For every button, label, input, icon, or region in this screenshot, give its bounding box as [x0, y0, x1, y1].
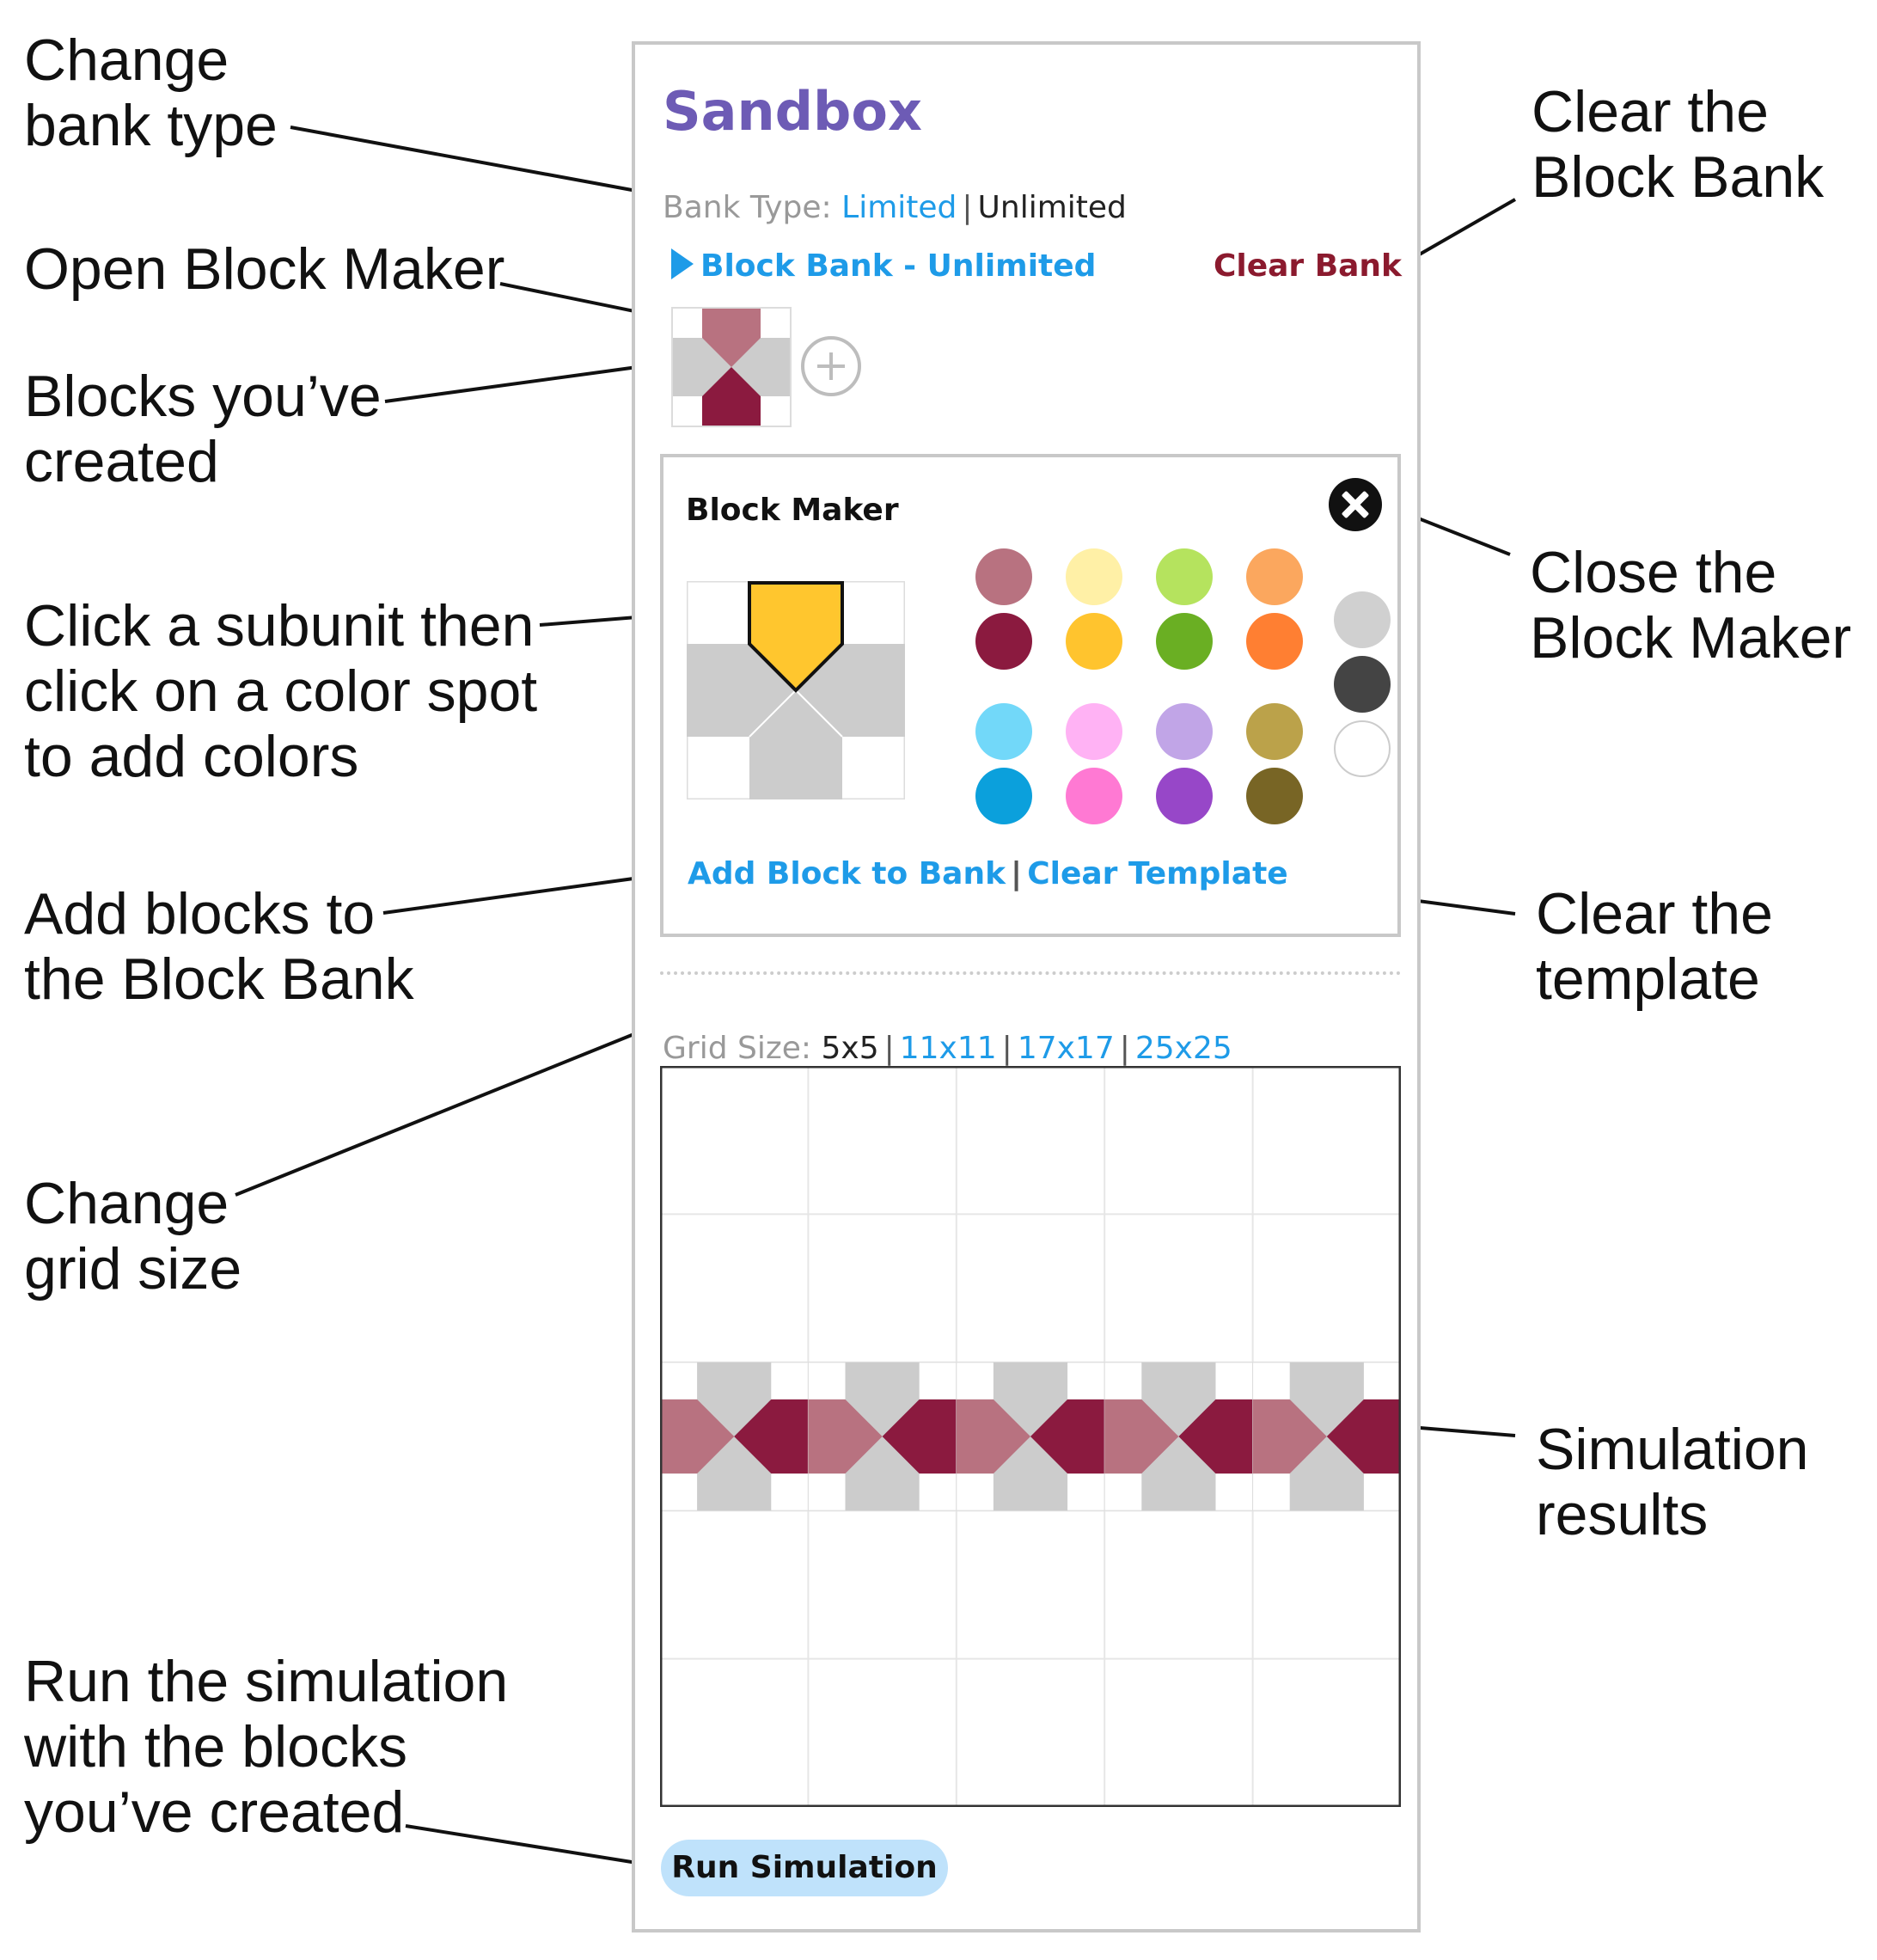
grid-size-25x25[interactable]: 25x25	[1134, 1031, 1232, 1066]
color-swatch[interactable]	[1246, 613, 1303, 670]
color-swatch[interactable]	[1156, 548, 1213, 605]
callout-run-sim: Run the simulation with the blocks you’v…	[24, 1649, 509, 1845]
color-swatch[interactable]	[1066, 548, 1122, 605]
separator: |	[1011, 856, 1023, 891]
sim-block-dark	[1030, 1399, 1105, 1474]
callout-clear-bank: Clear the Block Bank	[1532, 79, 1825, 210]
block-bank-header[interactable]: Block Bank - Unlimited	[671, 248, 1096, 285]
color-swatch[interactable]	[1246, 703, 1303, 760]
grid-size-5x5[interactable]: 5x5	[821, 1031, 879, 1066]
grid-size-label: Grid Size:	[663, 1031, 812, 1066]
callout-change-grid: Change grid size	[24, 1171, 242, 1302]
bank-type-label: Bank Type:	[663, 190, 832, 225]
block-bank-title: Block Bank - Unlimited	[700, 248, 1097, 284]
template-grid	[686, 580, 906, 800]
expand-triangle-icon	[671, 248, 694, 279]
close-icon[interactable]	[1329, 478, 1382, 531]
callout-click-subunit: Click a subunit then click on a color sp…	[24, 593, 538, 789]
bank-block-icon	[673, 309, 790, 426]
callout-close-maker: Close the Block Maker	[1530, 540, 1852, 671]
bank-block-thumbnail[interactable]	[671, 307, 792, 427]
color-swatch[interactable]	[1066, 613, 1122, 670]
callout-clear-template: Clear the template	[1536, 881, 1773, 1012]
callout-blocks-created: Blocks you’ve created	[24, 364, 382, 494]
panel-title: Sandbox	[663, 80, 922, 143]
separator: |	[1119, 1031, 1130, 1066]
grid-size-11x11[interactable]: 11x11	[899, 1031, 997, 1066]
open-block-maker-plus-icon[interactable]	[801, 336, 861, 396]
bank-type-limited[interactable]: Limited	[841, 190, 957, 225]
color-swatch[interactable]	[1156, 703, 1213, 760]
sandbox-panel: Sandbox Bank Type: Limited|Unlimited Blo…	[632, 41, 1421, 1932]
simulation-grid	[659, 1065, 1402, 1808]
callout-open-block-maker: Open Block Maker	[24, 236, 505, 302]
color-swatch[interactable]	[1246, 548, 1303, 605]
add-block-to-bank-link[interactable]: Add Block to Bank	[688, 856, 1006, 891]
color-swatch[interactable]	[1156, 613, 1213, 670]
block-template	[686, 580, 906, 800]
section-divider	[660, 971, 1401, 975]
clear-template-link[interactable]: Clear Template	[1027, 856, 1288, 891]
callout-change-bank-type: Change bank type	[24, 28, 278, 158]
color-swatch[interactable]	[975, 703, 1032, 760]
color-swatch-neutral[interactable]	[1334, 720, 1391, 777]
color-swatch-neutral[interactable]	[1334, 591, 1391, 648]
color-swatch-neutral[interactable]	[1334, 656, 1391, 713]
grid-size-17x17[interactable]: 17x17	[1017, 1031, 1115, 1066]
bank-type-row: Bank Type: Limited|Unlimited	[663, 189, 1127, 227]
color-swatch[interactable]	[1246, 768, 1303, 824]
separator: |	[883, 1031, 895, 1066]
run-simulation-button[interactable]: Run Simulation	[661, 1840, 948, 1896]
color-swatch[interactable]	[1066, 768, 1122, 824]
separator: |	[1001, 1031, 1012, 1066]
color-swatch[interactable]	[1066, 703, 1122, 760]
sim-block-dark	[1326, 1399, 1401, 1474]
color-swatch[interactable]	[975, 613, 1032, 670]
simulation-results	[659, 1065, 1402, 1808]
callout-add-blocks: Add blocks to the Block Bank	[24, 881, 414, 1012]
color-swatch[interactable]	[1156, 768, 1213, 824]
block-maker-title: Block Maker	[686, 493, 899, 528]
color-swatch[interactable]	[975, 768, 1032, 824]
color-swatch[interactable]	[975, 548, 1032, 605]
grid-size-row: Grid Size: 5x5|11x11|17x17|25x25	[663, 1030, 1232, 1068]
block-maker-actions: Add Block to Bank|Clear Template	[688, 855, 1288, 893]
sim-block-light	[956, 1399, 1030, 1474]
separator: |	[962, 190, 973, 225]
callout-sim-results: Simulation results	[1536, 1417, 1809, 1547]
bank-type-unlimited[interactable]: Unlimited	[977, 190, 1127, 225]
clear-bank-link[interactable]: Clear Bank	[1213, 248, 1402, 284]
block-maker-panel: Block Maker Add Block to Bank|Clear Temp…	[660, 454, 1401, 937]
